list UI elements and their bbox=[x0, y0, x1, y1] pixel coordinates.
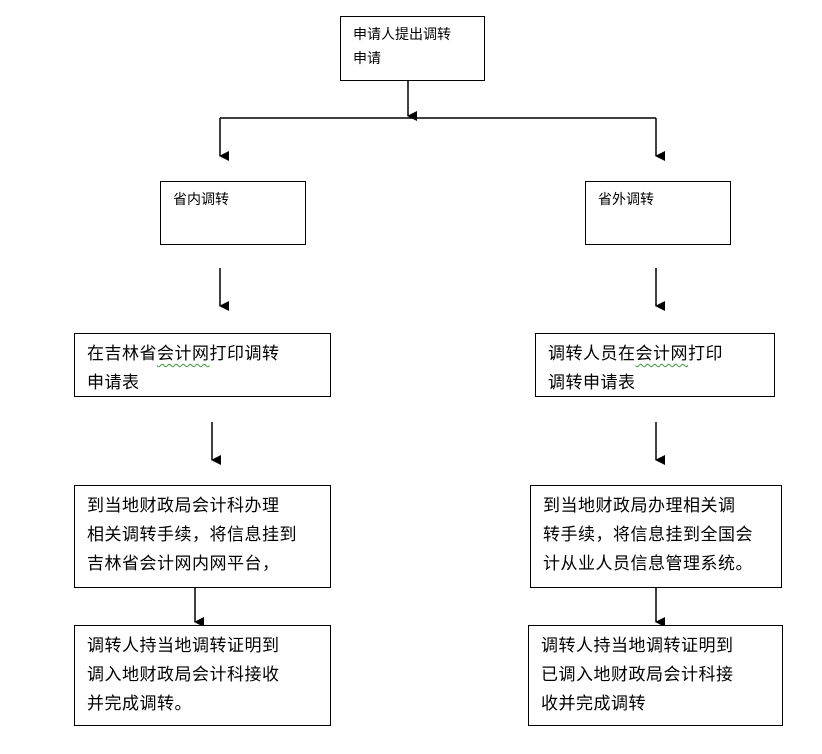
right-step2-line-1: 到当地财政局办理相关调 bbox=[543, 496, 736, 516]
left-step2-line-2: 相关调转手续，将信息挂到 bbox=[87, 525, 297, 545]
right-step3-line-1: 调转人持当地调转证明到 bbox=[541, 636, 734, 656]
right-step2-box: 到当地财政局办理相关调 转手续，将信息挂到全国会 计从业人员信息管理系统。 bbox=[530, 485, 782, 588]
right-step1-pre: 调转人员在 bbox=[548, 344, 636, 364]
left-branch-box: 省内调转 bbox=[160, 181, 306, 245]
right-step3-line-3: 收并完成调转 bbox=[541, 694, 646, 714]
left-step1-box: 在吉林省会计网打印调转 申请表 bbox=[74, 333, 331, 397]
left-step3-line-1: 调转人持当地调转证明到 bbox=[87, 636, 280, 656]
right-step2-line-3: 计从业人员信息管理系统。 bbox=[543, 554, 753, 574]
right-step3-line-2: 已调入地财政局会计科接 bbox=[541, 665, 734, 685]
right-step2-line-2: 转手续，将信息挂到全国会 bbox=[543, 525, 753, 545]
right-step1-line-2: 调转申请表 bbox=[548, 373, 636, 393]
start-line-2: 申请 bbox=[353, 51, 381, 67]
start-box: 申请人提出调转 申请 bbox=[340, 16, 485, 81]
left-step1-link: 会计网 bbox=[157, 344, 210, 364]
left-step3-box: 调转人持当地调转证明到 调入地财政局会计科接收 并完成调转。 bbox=[74, 625, 331, 726]
right-step1-box: 调转人员在会计网打印 调转申请表 bbox=[535, 333, 775, 397]
right-step1-post: 打印 bbox=[688, 344, 723, 364]
left-branch-label: 省内调转 bbox=[173, 192, 229, 208]
right-step3-box: 调转人持当地调转证明到 已调入地财政局会计科接 收并完成调转 bbox=[528, 625, 783, 726]
left-step3-line-3: 并完成调转。 bbox=[87, 694, 192, 714]
left-step3-line-2: 调入地财政局会计科接收 bbox=[87, 665, 280, 685]
left-step2-box: 到当地财政局会计科办理 相关调转手续，将信息挂到 吉林省会计网内网平台， bbox=[74, 485, 331, 588]
left-step1-pre: 在吉林省 bbox=[87, 344, 157, 364]
right-step1-line-1: 调转人员在会计网打印 bbox=[548, 340, 762, 369]
right-branch-label: 省外调转 bbox=[598, 192, 654, 208]
left-step2-line-1: 到当地财政局会计科办理 bbox=[87, 496, 280, 516]
left-step1-line-2: 申请表 bbox=[87, 373, 140, 393]
left-step1-post: 打印调转 bbox=[209, 344, 280, 364]
start-line-1: 申请人提出调转 bbox=[353, 27, 451, 43]
left-step2-line-3: 吉林省会计网内网平台， bbox=[87, 554, 280, 574]
right-branch-box: 省外调转 bbox=[585, 181, 731, 245]
left-step1-line-1: 在吉林省会计网打印调转 bbox=[87, 340, 318, 369]
right-step1-link: 会计网 bbox=[635, 344, 688, 364]
